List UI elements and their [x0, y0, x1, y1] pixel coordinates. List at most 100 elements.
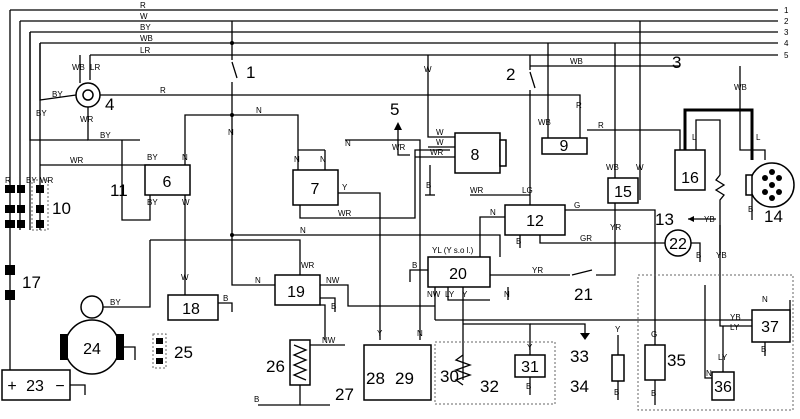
wire-label: B — [651, 389, 656, 398]
wire-n — [345, 139, 421, 340]
wire-n — [232, 234, 501, 257]
label-19: 19 — [287, 284, 305, 301]
fuse-block — [36, 220, 44, 228]
label-37: 37 — [761, 319, 779, 336]
label-1: 1 — [246, 63, 255, 82]
wire-label: Y — [462, 290, 468, 299]
box-15 — [607, 177, 639, 204]
pin — [769, 169, 775, 175]
wire — [218, 302, 233, 312]
wire-label: Y — [377, 329, 383, 338]
wire-label: N — [762, 295, 768, 304]
label-28: 28 — [366, 369, 385, 388]
box-19 — [274, 274, 321, 306]
wire-l — [695, 119, 721, 175]
wire-label: N — [300, 226, 306, 235]
label-20: 20 — [449, 266, 467, 283]
switch-1: 1 N N — [184, 21, 299, 286]
wire-label: BY — [147, 198, 158, 207]
box-28-29 — [363, 344, 432, 401]
label-7: 7 — [311, 181, 320, 198]
label-25: 25 — [174, 343, 193, 362]
label-22: 22 — [669, 236, 687, 253]
fuse-area: R BY WR 10 17 — [5, 176, 71, 300]
wire-label: N — [490, 208, 496, 217]
label-13: 13 — [655, 210, 674, 229]
pin — [769, 182, 775, 188]
wire-label: R — [160, 86, 166, 95]
wire-label: W — [182, 198, 190, 207]
bus-5-number: 5 — [784, 51, 789, 60]
wire-nw — [320, 284, 375, 307]
wire-n — [704, 285, 712, 379]
label-17: 17 — [22, 273, 41, 292]
label-32: 32 — [480, 377, 499, 396]
solenoid — [80, 295, 104, 319]
wire-r — [100, 94, 581, 130]
wire-label: N — [256, 106, 262, 115]
bus-1-number: 1 — [784, 6, 789, 15]
wire-ly — [447, 287, 490, 301]
wire-label: BY — [110, 298, 121, 307]
up-arrow-icon — [394, 122, 402, 130]
wire-yr — [596, 203, 616, 276]
wire — [29, 32, 88, 141]
component-8: 8 W W W WR B — [415, 55, 507, 196]
wire-label: WR — [338, 209, 352, 218]
component-6: 6 BY N BY W 11 W — [110, 140, 191, 295]
wire-label: N — [345, 139, 351, 148]
fuse-block — [36, 205, 44, 213]
wire-label: BY — [52, 90, 63, 99]
wire-label: BY — [26, 176, 37, 185]
wire — [409, 269, 428, 282]
junction — [230, 41, 234, 45]
fuse-block — [17, 220, 25, 228]
label-35: 35 — [667, 351, 686, 370]
wire-gr — [539, 235, 665, 244]
wire-label: Y — [527, 343, 533, 352]
wire-label: YB — [730, 313, 741, 322]
label-2: 2 — [506, 65, 515, 84]
battery-plus-icon: + — [7, 378, 16, 395]
wire-wr — [299, 149, 450, 219]
label-6: 6 — [163, 174, 172, 191]
wire — [258, 385, 301, 406]
component-26: 26 NW B 27 — [254, 336, 354, 406]
wire-label: WR — [430, 148, 444, 157]
pin — [776, 189, 782, 195]
component-24: BY 24 + 23 − 25 — [1, 240, 193, 401]
bus-4-number: 4 — [784, 39, 789, 48]
label-8: 8 — [471, 147, 480, 164]
component-19: 19 N WR NW B — [150, 239, 791, 340]
wire — [320, 304, 326, 340]
component-16: 16 L L WB — [674, 66, 766, 300]
wire — [397, 130, 410, 156]
wire-ly — [719, 300, 752, 327]
wire-label: LY — [445, 290, 455, 299]
wire — [320, 297, 336, 312]
fuse-17 — [5, 290, 15, 300]
wire-label: BY — [36, 109, 47, 118]
wire-label: B — [526, 382, 531, 391]
label-15: 15 — [614, 184, 632, 201]
wire-label: LR — [90, 63, 100, 72]
wire-label: B — [516, 237, 521, 246]
fuse-block — [17, 185, 25, 193]
wire-label: YR — [610, 223, 621, 232]
component-9: 2 LG 9 WB WB 3 R R — [506, 43, 681, 205]
label-34: 34 — [570, 377, 589, 396]
wire-label: W — [436, 138, 444, 147]
bus-4-color: WB — [140, 34, 153, 43]
wire — [691, 242, 701, 262]
wire-label: WB — [570, 57, 583, 66]
label-18: 18 — [182, 301, 200, 318]
wire-label: N — [504, 290, 510, 299]
wire-label: NW — [326, 276, 340, 285]
wire-label: WB — [538, 118, 551, 127]
wire-label: R — [576, 101, 582, 110]
wire-label: B — [426, 181, 431, 190]
box-18 — [167, 294, 219, 321]
bus-2-number: 2 — [784, 17, 789, 26]
